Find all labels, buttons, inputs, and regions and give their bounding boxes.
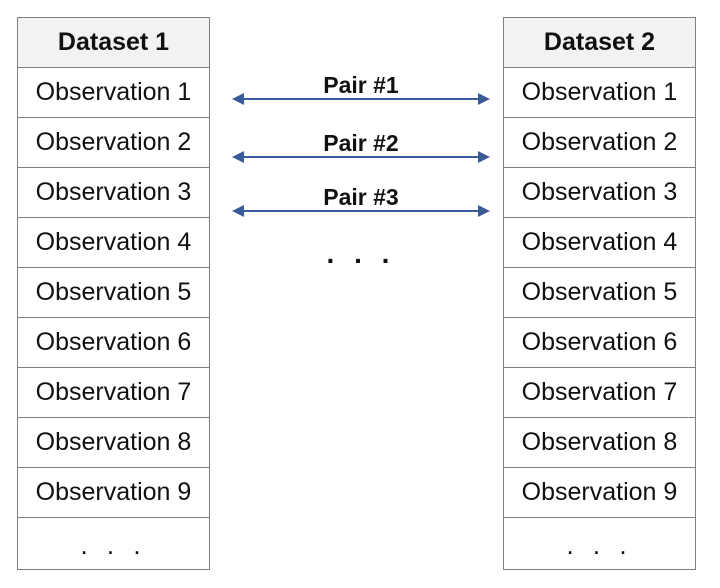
dataset-1-row: Observation 7 bbox=[18, 368, 209, 418]
double-arrow-icon bbox=[232, 93, 490, 105]
double-arrow-icon bbox=[232, 205, 490, 217]
pair-3-connector: Pair #3 bbox=[226, 184, 496, 224]
dataset-2-row: Observation 8 bbox=[504, 418, 695, 468]
dataset-2-row: Observation 9 bbox=[504, 468, 695, 518]
pair-1-label: Pair #1 bbox=[323, 72, 399, 98]
dataset-2-table: Dataset 2 Observation 1 Observation 2 Ob… bbox=[503, 17, 696, 570]
double-arrow-icon bbox=[232, 151, 490, 163]
dataset-1-row: Observation 5 bbox=[18, 268, 209, 318]
dataset-1-row: Observation 6 bbox=[18, 318, 209, 368]
more-pairs-ellipsis: . . . bbox=[326, 238, 396, 269]
pair-2-connector: Pair #2 bbox=[226, 130, 496, 170]
pair-2-label: Pair #2 bbox=[323, 130, 399, 156]
dataset-2-row: Observation 2 bbox=[504, 118, 695, 168]
pair-3-label: Pair #3 bbox=[323, 184, 399, 210]
dataset-2-header: Dataset 2 bbox=[504, 18, 695, 68]
dataset-2-row: Observation 6 bbox=[504, 318, 695, 368]
dataset-1-table: Dataset 1 Observation 1 Observation 2 Ob… bbox=[17, 17, 210, 570]
dataset-1-row: Observation 8 bbox=[18, 418, 209, 468]
dataset-1-row: Observation 2 bbox=[18, 118, 209, 168]
dataset-2-ellipsis-row: . . . bbox=[566, 530, 633, 560]
pair-1-connector: Pair #1 bbox=[226, 72, 496, 112]
dataset-1-row: Observation 4 bbox=[18, 218, 209, 268]
dataset-1-header: Dataset 1 bbox=[18, 18, 209, 68]
dataset-2-row: Observation 1 bbox=[504, 68, 695, 118]
dataset-1-row: Observation 3 bbox=[18, 168, 209, 218]
dataset-2-row: Observation 7 bbox=[504, 368, 695, 418]
dataset-2-row: Observation 4 bbox=[504, 218, 695, 268]
dataset-1-row: Observation 1 bbox=[18, 68, 209, 118]
dataset-2-row: Observation 3 bbox=[504, 168, 695, 218]
dataset-1-row: Observation 9 bbox=[18, 468, 209, 518]
dataset-2-row: Observation 5 bbox=[504, 268, 695, 318]
dataset-1-ellipsis-row: . . . bbox=[80, 530, 147, 560]
